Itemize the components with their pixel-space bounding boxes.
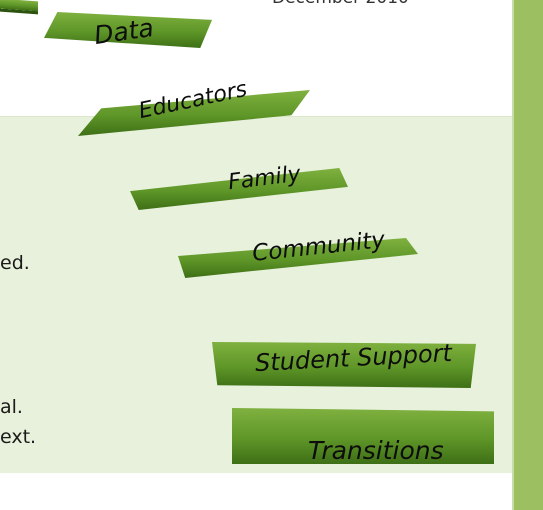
step-student-support [212, 342, 476, 388]
side-accent-bar [512, 0, 543, 510]
step-partial-top [0, 0, 38, 12]
body-text-fragment-2: al. [0, 396, 23, 418]
body-text-fragment-3: ext. [0, 426, 37, 448]
step-transitions-label: Transitions [308, 436, 444, 465]
step-transitions [232, 408, 494, 464]
body-text-fragment-1: ed. [0, 252, 30, 274]
header-date: December 2010 [272, 0, 409, 8]
